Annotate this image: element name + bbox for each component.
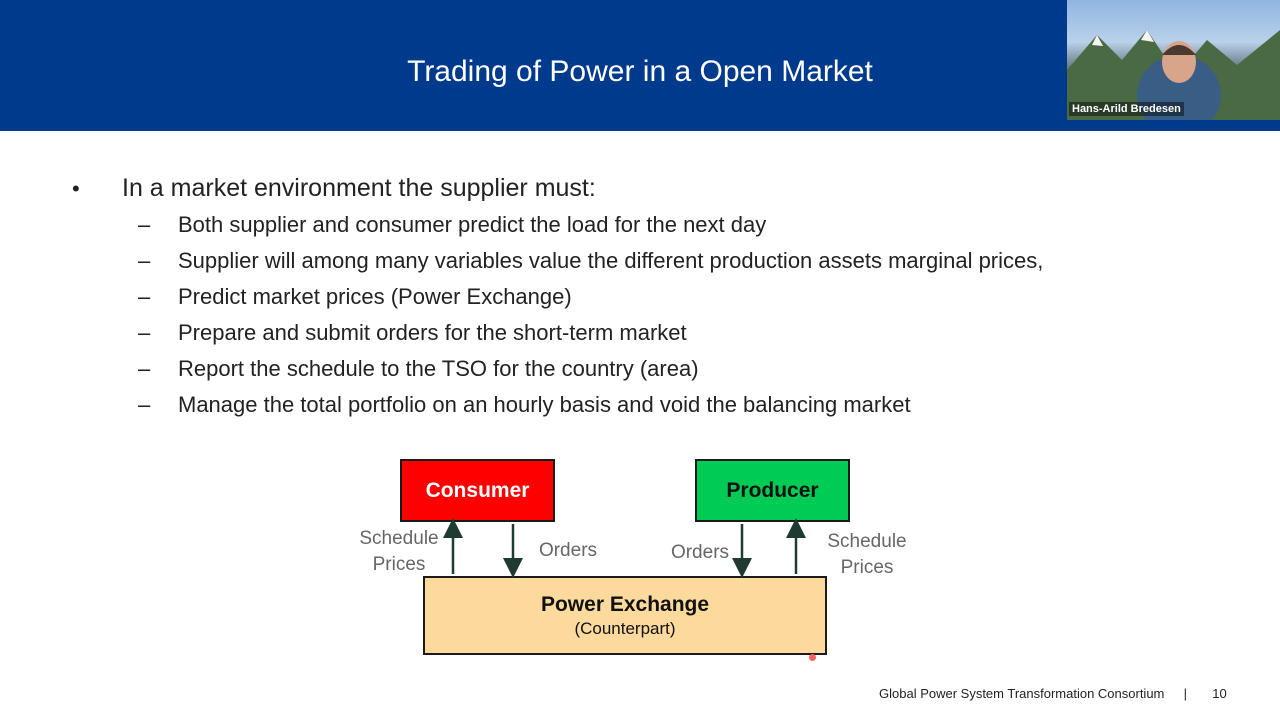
mountain-backdrop bbox=[1067, 30, 1280, 120]
participant-name: Hans-Arild Bredesen bbox=[1069, 102, 1184, 116]
sub-bullet: –Both supplier and consumer predict the … bbox=[138, 212, 767, 237]
power-exchange-box: Power Exchange (Counterpart) bbox=[423, 576, 827, 655]
pointer-dot bbox=[809, 654, 816, 661]
power-exchange-subtitle: (Counterpart) bbox=[574, 618, 676, 638]
sub-bullet: –Report the schedule to the TSO for the … bbox=[138, 356, 699, 381]
slide-title: Trading of Power in a Open Market bbox=[407, 55, 873, 88]
sub-bullet: –Predict market prices (Power Exchange) bbox=[138, 284, 572, 309]
power-exchange-title: Power Exchange bbox=[540, 592, 710, 616]
right-schedule-prices-label: Schedule Prices bbox=[827, 531, 907, 578]
sub-bullet: –Manage the total portfolio on an hourly… bbox=[138, 392, 911, 417]
sub-bullet: –Prepare and submit orders for the short… bbox=[138, 320, 687, 345]
left-schedule-prices-label: Schedule Prices bbox=[359, 528, 439, 575]
participant-video-tile[interactable]: Hans-Arild Bredesen bbox=[1067, 0, 1280, 120]
footer-organization: Global Power System Transformation Conso… bbox=[879, 686, 1165, 701]
main-bullet-text: In a market environment the supplier mus… bbox=[122, 174, 596, 202]
slide-footer: Global Power System Transformation Conso… bbox=[879, 686, 1227, 701]
producer-box: Producer bbox=[695, 459, 850, 522]
bullet-marker: • bbox=[72, 176, 80, 201]
page-number: 10 bbox=[1212, 686, 1227, 701]
right-orders-label: Orders bbox=[670, 542, 730, 563]
person-body bbox=[1137, 55, 1221, 120]
left-orders-label: Orders bbox=[538, 540, 598, 561]
footer-separator: | bbox=[1183, 686, 1188, 701]
sub-bullet: –Supplier will among many variables valu… bbox=[138, 248, 1044, 273]
consumer-box: Consumer bbox=[400, 459, 555, 522]
slide-header: Trading of Power in a Open Market bbox=[0, 0, 1280, 131]
